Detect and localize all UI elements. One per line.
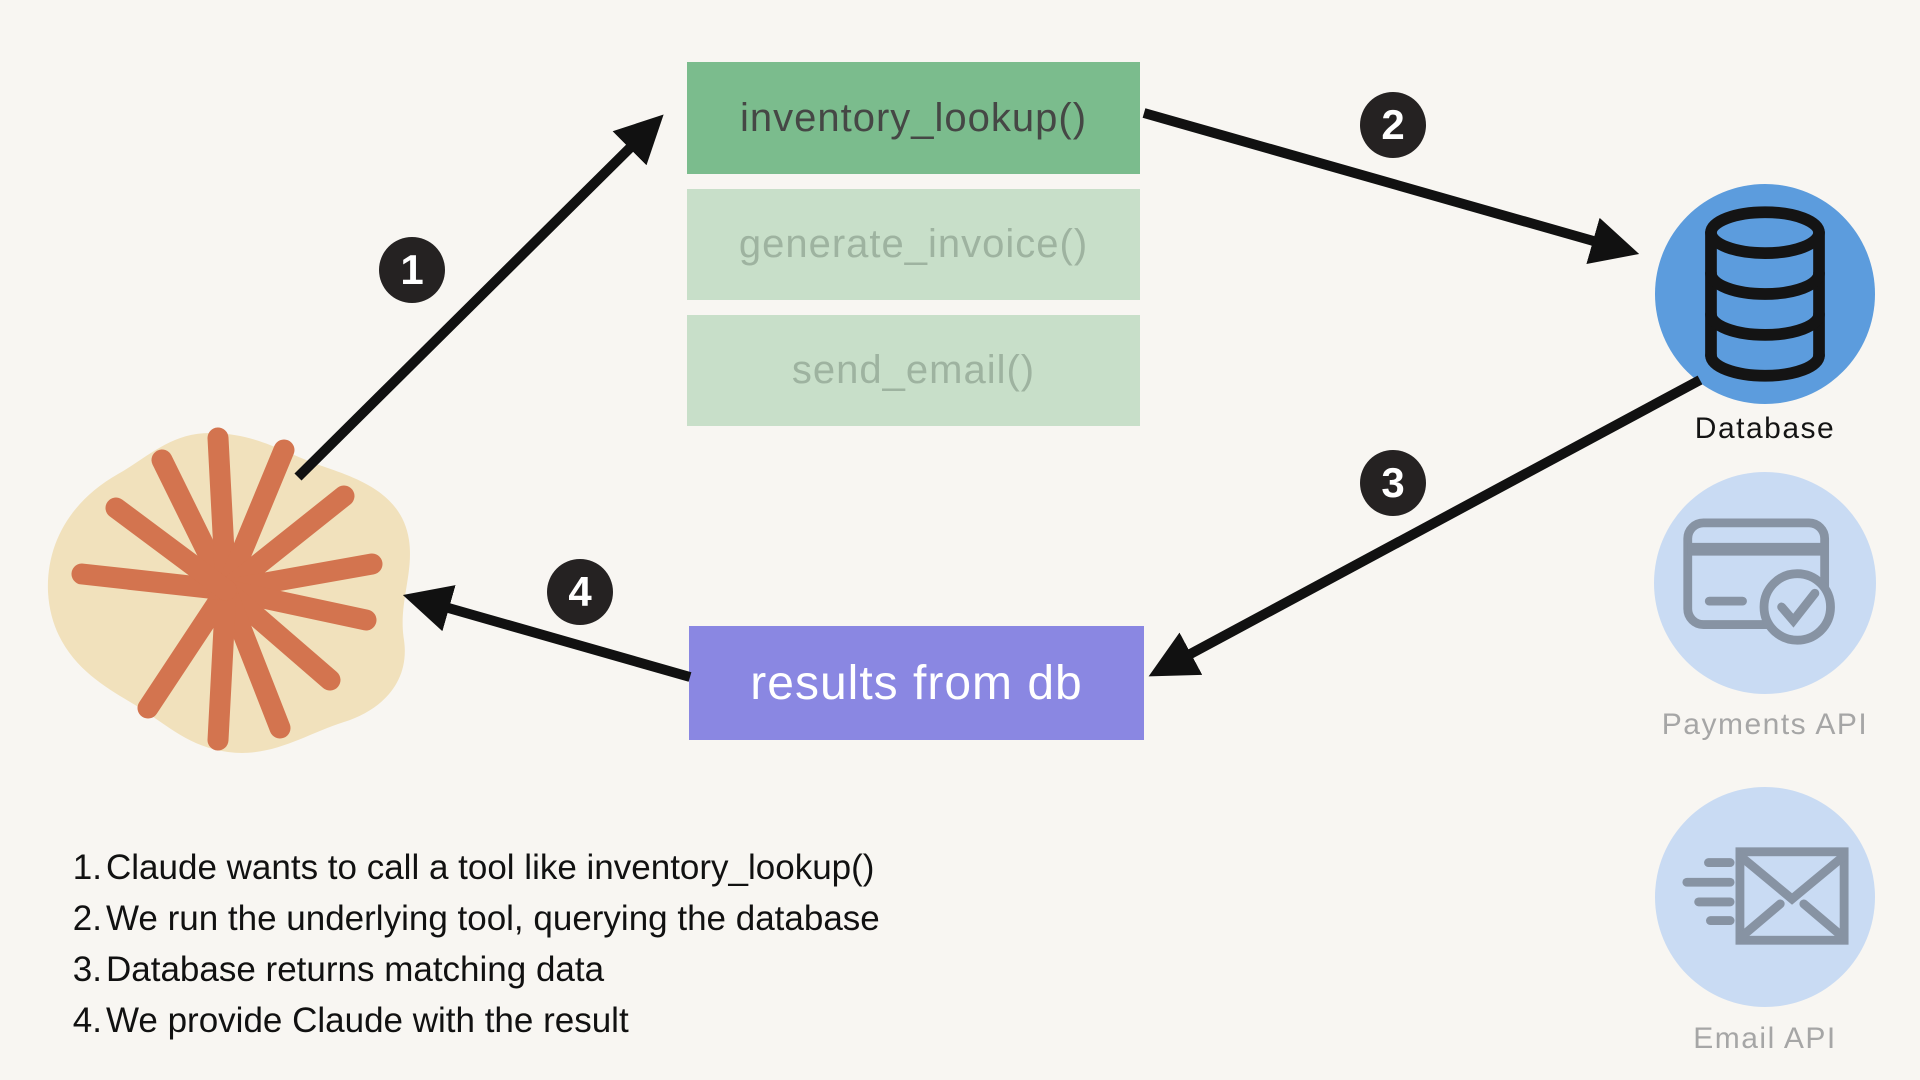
step-badge-4: 4 — [547, 559, 613, 625]
legend-item-number: 2. — [72, 899, 102, 938]
legend-item-number: 3. — [72, 950, 102, 989]
legend-item-text: We provide Claude with the result — [106, 1001, 629, 1040]
tool-label: generate_invoice() — [738, 222, 1089, 266]
legend-item-text: Claude wants to call a tool like invento… — [106, 848, 875, 887]
legend-item-number: 1. — [72, 848, 102, 887]
step-badge-number: 4 — [568, 568, 592, 615]
claude-starburst-icon — [71, 427, 383, 751]
step-badge-number: 3 — [1381, 459, 1405, 506]
legend-item-text: We run the underlying tool, querying the… — [106, 899, 880, 938]
legend-item-2: 2. We run the underlying tool, querying … — [58, 893, 880, 944]
step-badge-number: 2 — [1381, 101, 1405, 148]
tool-box-inventory-lookup: inventory_lookup() — [687, 62, 1140, 174]
results-label: results from db — [750, 656, 1083, 710]
payments-api-label: Payments API — [1661, 708, 1869, 741]
results-box: results from db — [689, 626, 1144, 740]
step-badge-number: 1 — [400, 246, 424, 293]
tool-label: inventory_lookup() — [739, 95, 1088, 140]
legend-list: 1. Claude wants to call a tool like inve… — [58, 842, 880, 1046]
step-badge-1: 1 — [379, 237, 445, 303]
legend-item-1: 1. Claude wants to call a tool like inve… — [58, 842, 880, 893]
payments-circle — [1654, 472, 1876, 694]
database-circle — [1655, 184, 1875, 404]
email-circle — [1655, 787, 1875, 1007]
legend-item-number: 4. — [72, 1001, 102, 1040]
envelope-send-icon — [1682, 847, 1849, 945]
step-badge-2: 2 — [1360, 92, 1426, 158]
tool-box-generate-invoice: generate_invoice() — [687, 189, 1140, 300]
database-label: Database — [1694, 412, 1836, 445]
legend-item-4: 4. We provide Claude with the result — [58, 995, 880, 1046]
tool-label: send_email() — [791, 348, 1036, 392]
tool-box-send-email: send_email() — [687, 315, 1140, 426]
arrow-step-1 — [294, 114, 664, 481]
step-badge-3: 3 — [1360, 450, 1426, 516]
claude-blob — [47, 432, 410, 753]
database-cylinder-icon — [1705, 206, 1825, 382]
legend-item-text: Database returns matching data — [106, 950, 605, 989]
legend-item-3: 3. Database returns matching data — [58, 944, 880, 995]
credit-card-check-icon — [1683, 518, 1835, 645]
email-api-label: Email API — [1693, 1022, 1837, 1055]
